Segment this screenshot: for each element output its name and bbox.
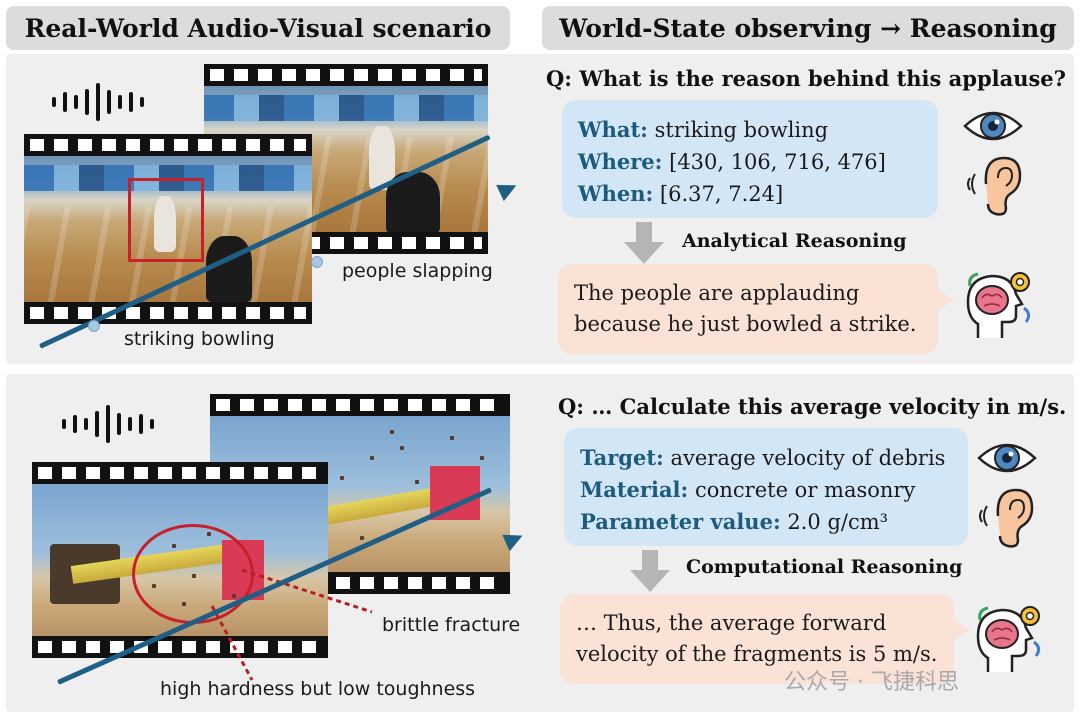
reasoning-down-arrow [630, 550, 670, 594]
caption-brittle-fracture: brittle fracture [382, 614, 521, 636]
eye-icon [977, 443, 1037, 473]
question-text: Q: … Calculate this average velocity in … [558, 394, 1067, 419]
bowling-photo-front [24, 156, 312, 302]
audio-waveform-icon [52, 82, 144, 122]
answer-line: … Thus, the average forward [576, 611, 887, 635]
watermark-text: 公众号 · 飞捷科思 [784, 670, 959, 695]
answer-box: … Thus, the average forward velocity of … [560, 594, 970, 684]
demolition-photo-front [32, 484, 328, 636]
ear-icon [967, 156, 1022, 216]
right-header: World-State observing → Reasoning [542, 6, 1074, 50]
bowler-figure [154, 196, 176, 252]
timeline-marker [88, 320, 100, 332]
eye-icon [963, 111, 1023, 141]
world-state-info-box: Target: average velocity of debris Mater… [564, 428, 968, 546]
caption-high-hardness: high hardness but low toughness [160, 678, 476, 700]
reasoning-down-arrow [624, 222, 664, 266]
answer-line: velocity of the fragments is 5 m/s. [576, 642, 938, 666]
info-row-material: Material: concrete or masonry [580, 477, 916, 502]
info-row-target: Target: average velocity of debris [580, 445, 946, 470]
left-header: Real-World Audio-Visual scenario [6, 6, 510, 50]
answer-line: because he just bowled a strike. [574, 312, 917, 336]
bottom-panel: brittle fracture high hardness but low t… [6, 374, 1074, 712]
top-panel: striking bowling people slapping Q: What… [6, 54, 1074, 364]
info-row-where: Where: [430, 106, 716, 476] [578, 149, 886, 174]
world-state-info-box: What: striking bowling Where: [430, 106,… [562, 100, 938, 218]
film-strip-front [24, 134, 312, 324]
info-row-when: When: [6.37, 7.24] [578, 181, 784, 206]
caption-people-slapping: people slapping [342, 260, 493, 282]
timeline-arrowhead [496, 177, 521, 202]
timeline-marker [311, 256, 323, 268]
reasoning-type-label: Computational Reasoning [686, 556, 963, 578]
ear-icon [979, 488, 1034, 548]
caption-striking-bowling: striking bowling [124, 328, 275, 350]
answer-box: The people are applauding because he jus… [558, 264, 954, 354]
question-text: Q: What is the reason behind this applau… [546, 66, 1066, 91]
audio-waveform-icon [62, 404, 154, 444]
brain-gear-icon [976, 606, 1041, 672]
bowler-highlight-box [128, 178, 204, 262]
answer-line: The people are applauding [574, 281, 860, 305]
annotation-leader-lines [210, 568, 373, 681]
spectator-figure [206, 236, 252, 302]
info-row-parameter: Parameter value: 2.0 g/cm³ [580, 509, 889, 534]
reasoning-type-label: Analytical Reasoning [682, 230, 907, 252]
brain-gear-icon [966, 272, 1031, 338]
info-row-what: What: striking bowling [578, 117, 829, 142]
